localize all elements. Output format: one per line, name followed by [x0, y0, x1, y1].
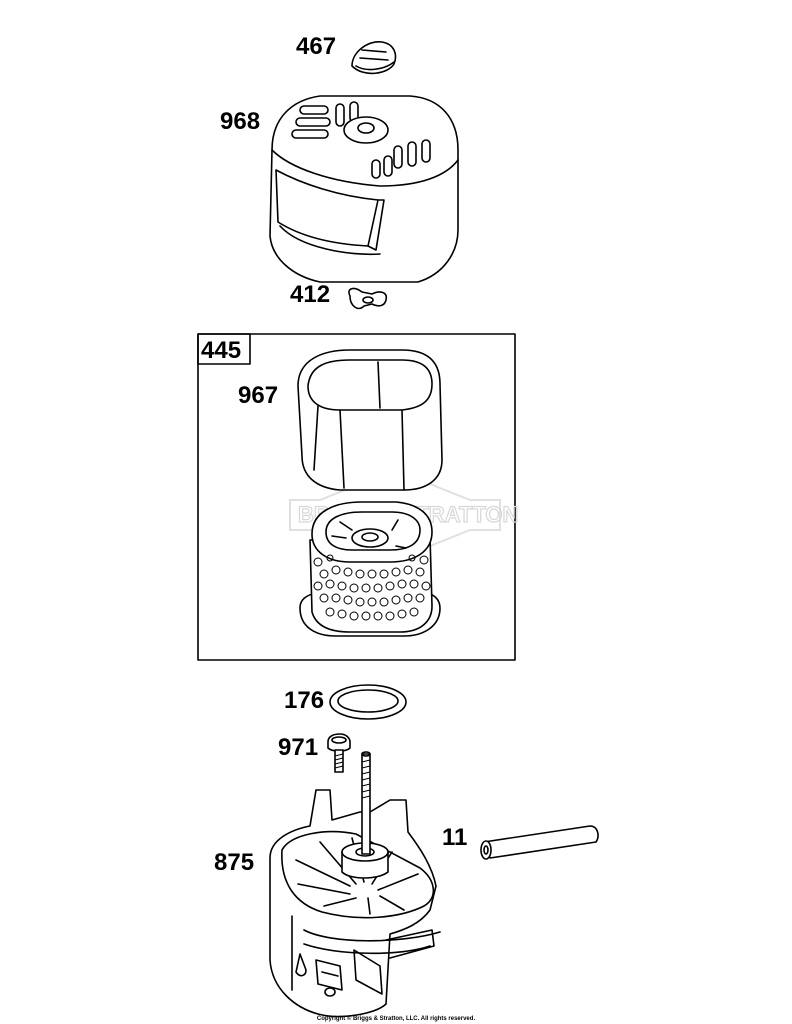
label-967: 967 [238, 382, 278, 409]
part-971-screw [327, 733, 351, 773]
part-968-cover [269, 95, 459, 283]
label-875: 875 [214, 849, 254, 876]
part-412-wing-nut [348, 287, 388, 310]
part-11-tube [480, 825, 599, 860]
copyright-notice: Copyright © Briggs & Stratton, LLC. All … [317, 1015, 476, 1022]
label-467: 467 [296, 33, 336, 60]
part-875-base [269, 751, 441, 1018]
label-445: 445 [201, 337, 241, 364]
label-11: 11 [442, 824, 467, 851]
assembly-445-tag [197, 333, 251, 365]
part-967-pre-cleaner [297, 349, 443, 491]
label-412: 412 [290, 281, 330, 308]
label-971: 971 [278, 734, 318, 761]
part-467-knob [351, 41, 397, 75]
part-filter-element [299, 501, 441, 637]
label-968: 968 [220, 108, 260, 135]
label-176: 176 [284, 687, 324, 714]
part-176-gasket [329, 684, 407, 720]
assembly-445-frame [197, 333, 516, 661]
